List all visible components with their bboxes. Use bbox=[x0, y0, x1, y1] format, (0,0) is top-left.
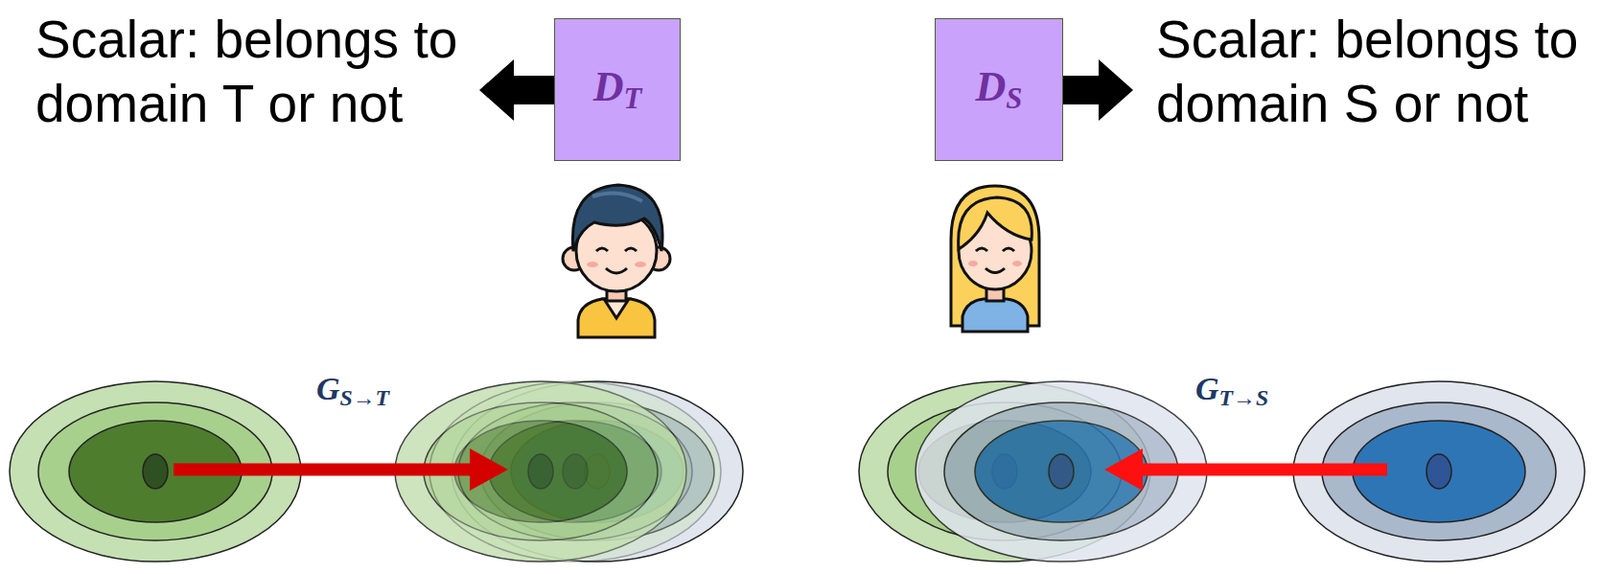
output-note: Scalar: belongs to domain T or not bbox=[35, 7, 477, 137]
output-note: Scalar: belongs to domain S or not bbox=[1156, 7, 1593, 137]
subscript: T→S bbox=[1219, 385, 1270, 411]
output-arrow bbox=[479, 59, 555, 121]
arrow-head bbox=[469, 448, 509, 491]
generator-label: GS→T bbox=[316, 370, 390, 412]
discriminator-label: DS bbox=[975, 66, 1023, 114]
subscript: T bbox=[623, 81, 642, 115]
boy-icon bbox=[562, 185, 671, 338]
subscript: S→T bbox=[340, 385, 391, 411]
arrow-head bbox=[1104, 448, 1143, 491]
subscript: S bbox=[1005, 81, 1022, 115]
generator-arrow bbox=[173, 463, 474, 477]
output-arrow bbox=[1063, 59, 1134, 121]
discriminator-box: DT bbox=[554, 18, 681, 162]
generator-label: GT→S bbox=[1195, 370, 1269, 412]
discriminator-label: DT bbox=[593, 66, 643, 114]
girl-icon bbox=[950, 185, 1040, 332]
generator-arrow bbox=[1138, 463, 1388, 477]
mapped-distribution bbox=[429, 381, 721, 562]
discriminator-box: DS bbox=[934, 18, 1064, 162]
